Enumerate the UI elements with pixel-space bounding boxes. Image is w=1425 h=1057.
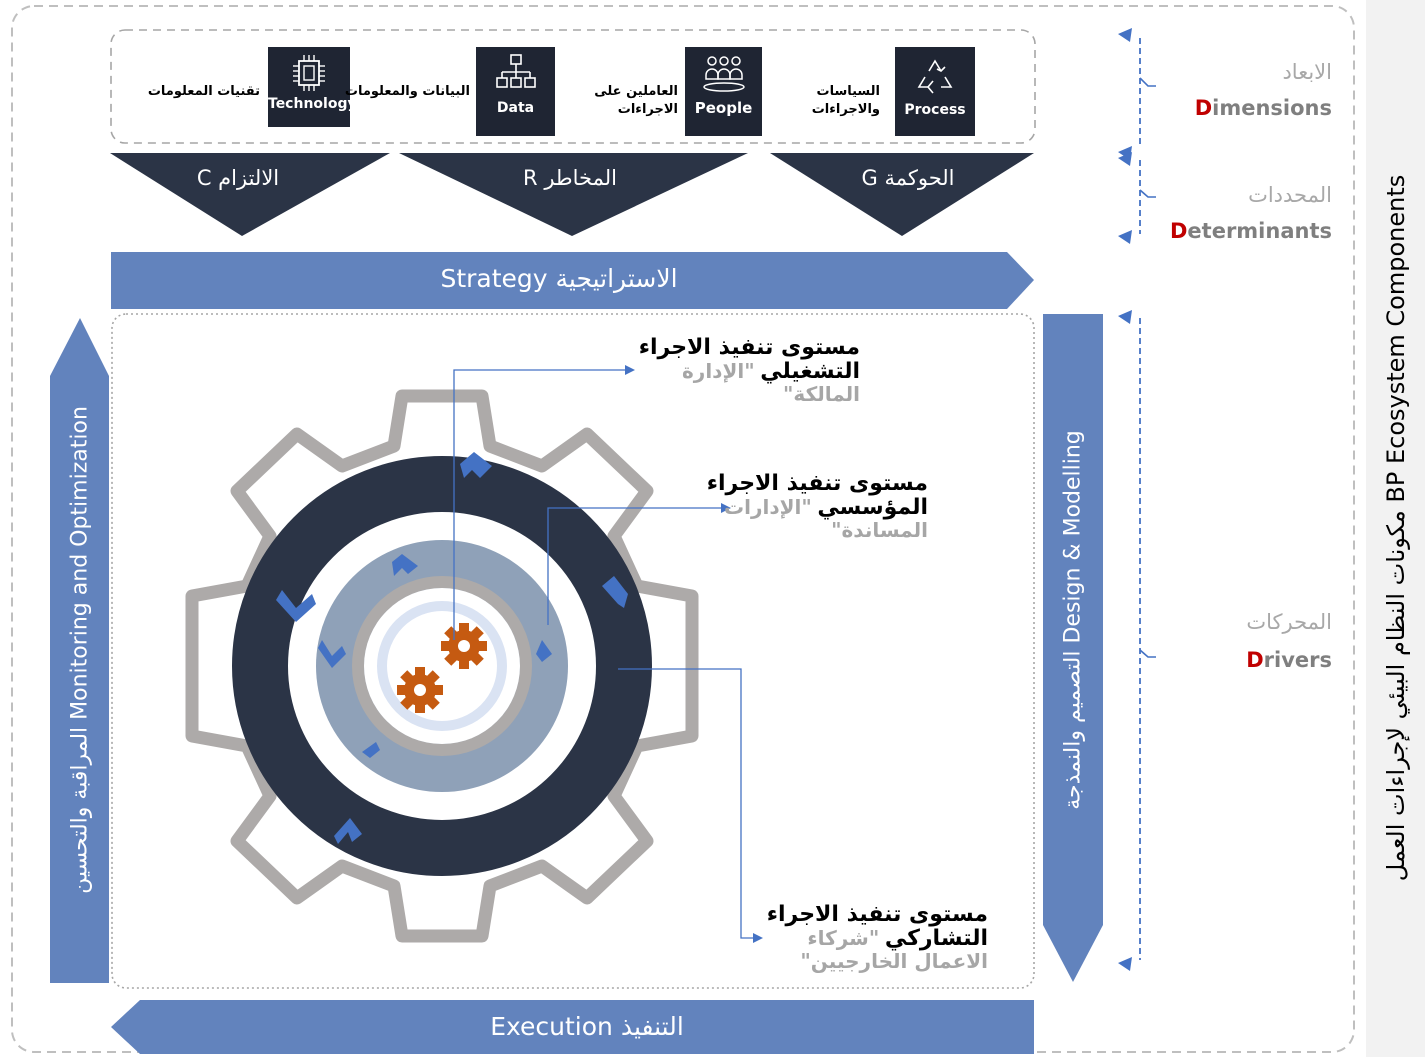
monitoring-label: Monitoring and Optimization المراقبة وال… <box>67 406 93 894</box>
level-participatory: مستوى تنفيذ الاجراء التشاركي "شركاء الاع… <box>748 903 988 972</box>
legend-drivers-en: Drivers <box>1180 648 1332 672</box>
level-institutional-line2b: "الإدارات <box>724 494 812 519</box>
grey-ring <box>352 576 532 756</box>
inner-light-ring <box>377 601 507 731</box>
design-label: Design & Modelling التصميم والنمذجة <box>1060 430 1086 810</box>
level-institutional-line3: المساندة" <box>831 517 928 542</box>
drivers-dotted-box <box>111 313 1035 989</box>
strategy-arrow <box>111 252 1034 309</box>
people-icon <box>702 56 745 92</box>
level-operational-line2b: "الإدارة <box>682 358 755 383</box>
brace-ticks <box>1139 77 1156 658</box>
monitoring-arrow <box>50 318 109 983</box>
dimension-label-technology: تقنيات المعلومات <box>147 84 260 99</box>
legend-determinants-rest: eterminants <box>1187 219 1332 243</box>
legend-dimensions-ar: الابعاد <box>1282 60 1332 84</box>
level-institutional-line2a: المؤسسي <box>817 494 928 520</box>
legend-determinants-en: Determinants <box>1150 219 1332 243</box>
technology-tile-label: Technology <box>268 96 357 112</box>
legend-dimensions-en: Dimensions <box>1160 96 1332 120</box>
chevrons <box>276 452 628 844</box>
triangle-governance <box>770 153 1034 236</box>
legend-drivers-rest: rivers <box>1263 648 1332 672</box>
level-participatory-line1: مستوى تنفيذ الاجراء <box>766 902 988 927</box>
recycle-icon <box>917 59 953 94</box>
governance-label: الحوكمة G <box>861 166 955 190</box>
level-operational-line2a: التشغيلي <box>760 358 860 384</box>
people-tile: People <box>685 47 762 136</box>
level-operational: مستوى تنفيذ الاجراء التشغيلي "الإدارة ال… <box>620 336 860 405</box>
triangle-compliance <box>110 153 390 236</box>
legend-dimensions-cap: D <box>1194 96 1213 120</box>
level-institutional-line1: مستوى تنفيذ الاجراء <box>706 471 928 496</box>
compliance-label: الالتزام C <box>196 166 280 190</box>
brace-arrowheads <box>1118 28 1132 971</box>
people-tile-label: People <box>694 99 753 117</box>
process-tile-label: Process <box>904 102 966 118</box>
level-operational-line1: مستوى تنفيذ الاجراء <box>638 335 860 360</box>
data-tile-label: Data <box>496 100 535 116</box>
execution-label: التنفيذ Execution <box>490 1012 684 1041</box>
dimensions-dashed-box <box>110 29 1036 144</box>
chip-icon <box>293 55 325 91</box>
connector-arrowheads <box>625 365 763 943</box>
dimension-label-people: العاملين على الاجراءات <box>594 84 678 117</box>
level-participatory-line2a: التشاركي <box>884 925 988 951</box>
legend-dimensions-rest: imensions <box>1212 96 1332 120</box>
level-institutional: مستوى تنفيذ الاجراء المؤسسي "الإدارات ال… <box>688 472 928 541</box>
level-participatory-line3: الاعمال الخارجيين" <box>800 948 988 973</box>
risk-label: المخاطر R <box>523 166 617 190</box>
execution-arrow <box>111 1000 1034 1054</box>
legend-drivers-cap: D <box>1246 648 1264 672</box>
side-title-strip <box>1366 0 1425 1057</box>
gear-diagram <box>185 365 763 943</box>
inner-white <box>364 588 520 744</box>
process-label-line1: السياسات <box>816 84 880 99</box>
process-tile: Process <box>895 47 975 136</box>
data-tile: Data <box>476 47 555 136</box>
outer-gear <box>185 389 699 943</box>
side-title: BP Ecosystem Components مكونات النظام ال… <box>1382 174 1410 882</box>
connector-lines <box>453 369 754 939</box>
process-label-line2: والاجراءات <box>811 101 880 117</box>
hierarchy-icon <box>495 54 536 88</box>
legend-determinants-ar: المحددات <box>1248 183 1332 207</box>
dark-ring <box>232 456 652 876</box>
strategy-label: الاستراتيجية Strategy <box>440 264 678 293</box>
level-operational-line3: المالكة" <box>783 381 860 406</box>
design-arrow <box>1043 314 1103 982</box>
legend-determinants-cap: D <box>1169 219 1188 243</box>
level-participatory-line2b: "شركاء <box>807 925 880 950</box>
technology-tile: Technology <box>268 47 357 127</box>
legend-drivers-ar: المحركات <box>1246 610 1332 634</box>
dimension-label-process: السياسات والاجراءات <box>790 83 880 118</box>
triangle-risk <box>399 153 748 236</box>
dimension-label-data: البيانات والمعلومات <box>344 84 470 99</box>
